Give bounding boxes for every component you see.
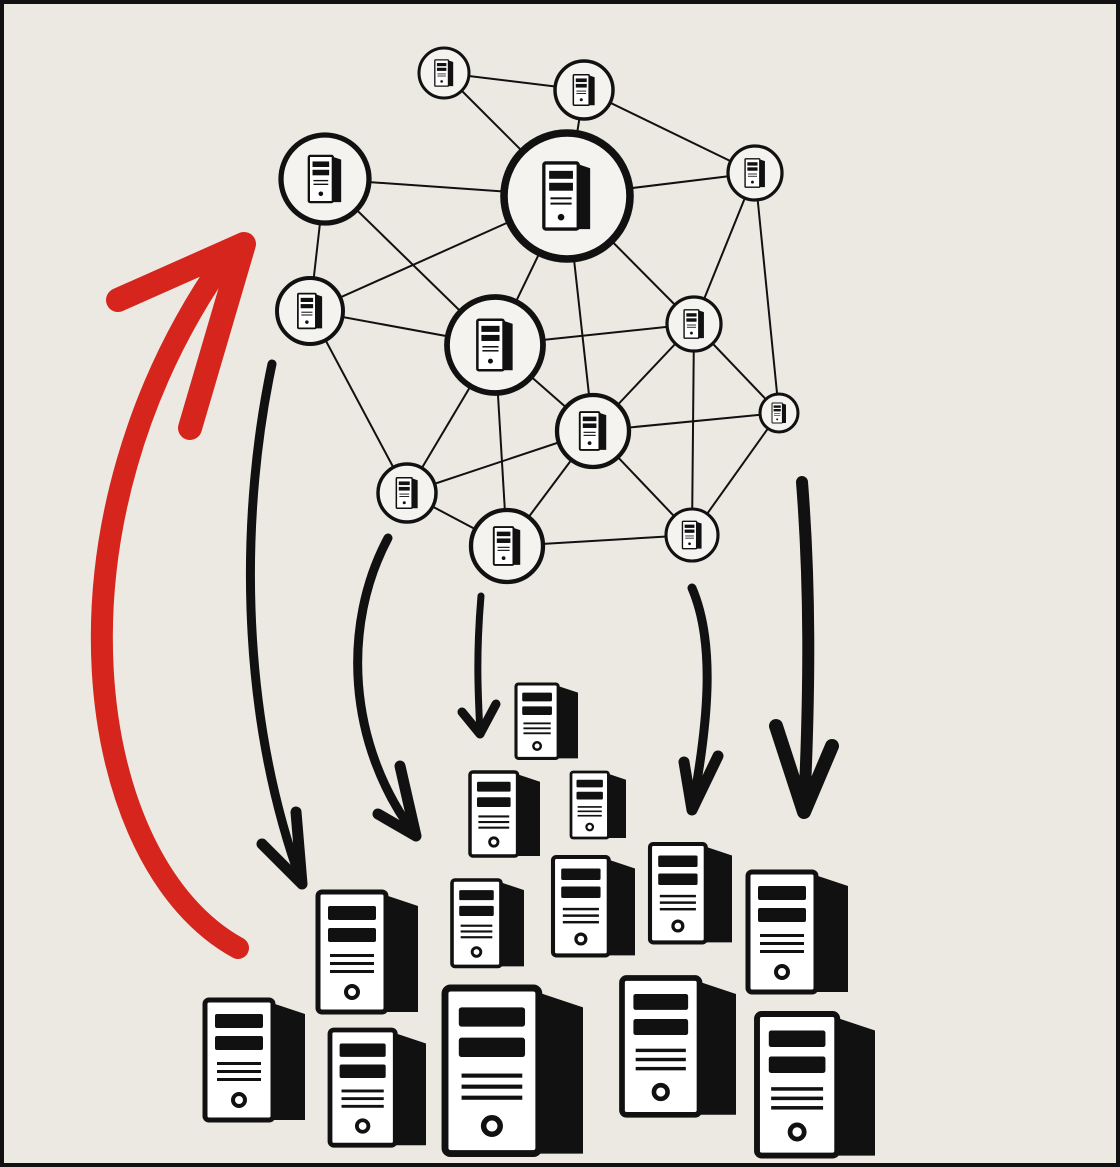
server-tower-icon (650, 844, 732, 942)
network-node (664, 507, 720, 563)
server-tower-icon (492, 526, 522, 566)
server-tower-icon (681, 520, 703, 550)
server-tower-icon (205, 1000, 305, 1120)
network-node (278, 132, 372, 226)
downward-arrow (353, 533, 422, 842)
distributed-network-diagram (90, 46, 1116, 1163)
server-tower-icon (450, 878, 526, 969)
downward-arrow (769, 476, 839, 819)
server-tower-icon (542, 161, 592, 231)
network-node (275, 276, 345, 346)
server-tower-icon (468, 770, 542, 858)
server-tower-icon (578, 411, 608, 451)
server-tower-icon (445, 988, 583, 1154)
feedback-arrow-group (90, 232, 256, 959)
server-tower-icon (757, 1014, 875, 1156)
network-node (500, 129, 634, 263)
server-tower-icon (307, 154, 343, 204)
server-tower-icon (318, 892, 418, 1012)
network-node (726, 144, 784, 202)
server-tower-icon (744, 158, 766, 188)
network-node (444, 294, 546, 396)
server-tower-icon (297, 292, 323, 330)
network-node (554, 392, 632, 470)
server-tower-icon (771, 402, 787, 424)
network-node (553, 59, 615, 121)
network-node (417, 46, 471, 100)
feedback-arrow (90, 232, 256, 959)
server-tower-icon (434, 59, 454, 87)
server-tower-icon (330, 1030, 426, 1145)
downward-arrow (245, 359, 308, 890)
downward-arrow (457, 592, 501, 739)
server-tower-icon (395, 477, 419, 509)
server-tower-icon (683, 309, 705, 339)
server-tower-icon (569, 770, 628, 840)
downward-arrow (678, 583, 724, 816)
server-tower-icon (748, 872, 848, 992)
network-nodes (275, 46, 800, 585)
downward-arrows (245, 359, 839, 890)
server-tower-icon (514, 682, 580, 760)
network-node (468, 507, 546, 585)
server-tower-icon (622, 978, 736, 1115)
server-tower-icon (572, 74, 596, 106)
network-node (376, 462, 438, 524)
network-node (758, 392, 800, 434)
server-tower-icon (476, 318, 514, 372)
network-link (754, 172, 780, 414)
server-pile (205, 682, 875, 1156)
server-tower-icon (553, 857, 635, 955)
network-node (665, 295, 723, 353)
network-link (691, 323, 695, 536)
network-link (583, 89, 756, 174)
